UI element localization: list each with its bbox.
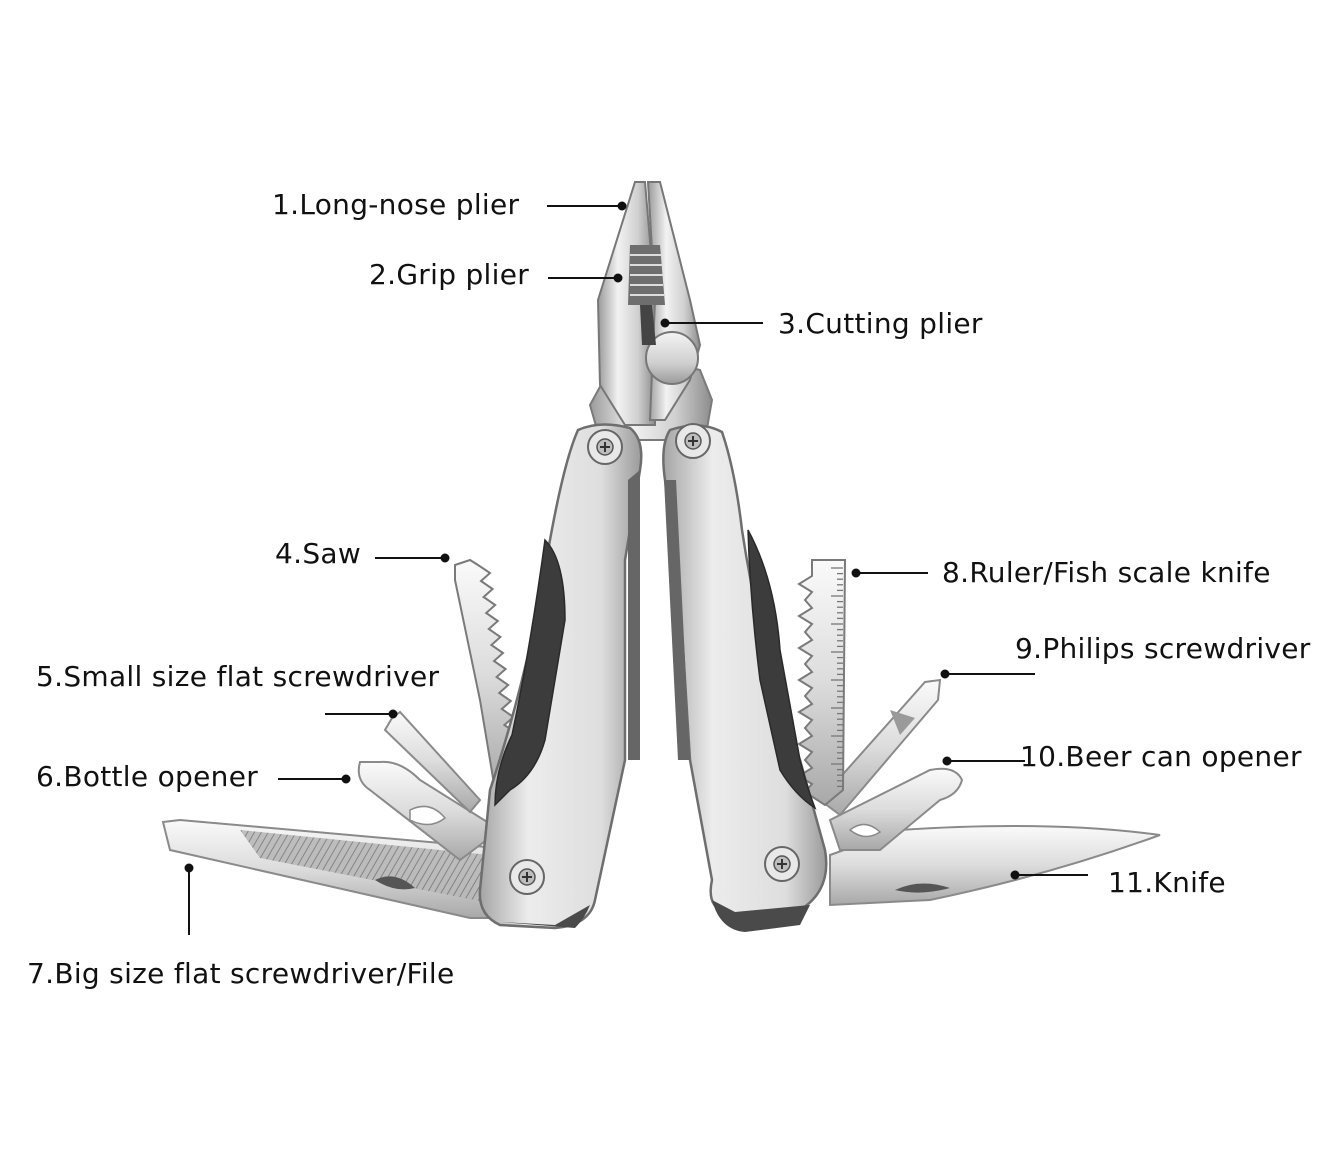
label-ruler-fish-scale-knife: 8.Ruler/Fish scale knife	[942, 556, 1271, 589]
label-philips-screwdriver: 9.Philips screwdriver	[1015, 632, 1311, 665]
label-grip-plier: 2.Grip plier	[369, 258, 530, 291]
label-bottle-opener: 6.Bottle opener	[36, 760, 259, 793]
label-long-nose-plier: 1.Long-nose plier	[272, 188, 520, 221]
label-saw: 4.Saw	[275, 537, 362, 570]
label-beer-can-opener: 10.Beer can opener	[1020, 740, 1302, 773]
leader-bottle-opener	[278, 774, 351, 784]
leader-small-flat-screwdriver	[325, 709, 398, 719]
screw-bottom-left	[509, 859, 545, 895]
leader-ruler-fish-scale-knife	[851, 568, 928, 578]
leader-philips-screwdriver	[940, 669, 1035, 679]
small-screwdriver-blade	[383, 710, 482, 814]
label-knife: 11.Knife	[1108, 866, 1226, 899]
leader-saw	[375, 553, 450, 563]
leader-grip-plier	[548, 273, 623, 283]
left-handle	[478, 423, 643, 930]
screw-bottom-right	[764, 846, 800, 882]
knife-blade	[829, 825, 1161, 907]
leader-knife	[1010, 870, 1088, 880]
beer-can-opener-blade	[828, 767, 964, 851]
left-handle-base	[500, 905, 590, 928]
ruler-blade	[797, 559, 847, 807]
leader-long-nose-plier	[547, 201, 627, 211]
screw-top-left	[587, 429, 623, 465]
screw-top-right	[675, 423, 711, 459]
leader-beer-can-opener	[942, 756, 1025, 766]
right-handle	[662, 424, 828, 932]
leader-cutting-plier	[660, 318, 763, 328]
philips-screwdriver-blade	[818, 678, 942, 817]
label-small-flat-screwdriver: 5.Small size flat screwdriver	[36, 660, 440, 693]
plier-head	[588, 181, 714, 441]
leader-big-flat-screwdriver-file	[184, 863, 194, 935]
label-cutting-plier: 3.Cutting plier	[778, 307, 983, 340]
label-big-flat-screwdriver-file: 7.Big size flat screwdriver/File	[27, 957, 455, 990]
